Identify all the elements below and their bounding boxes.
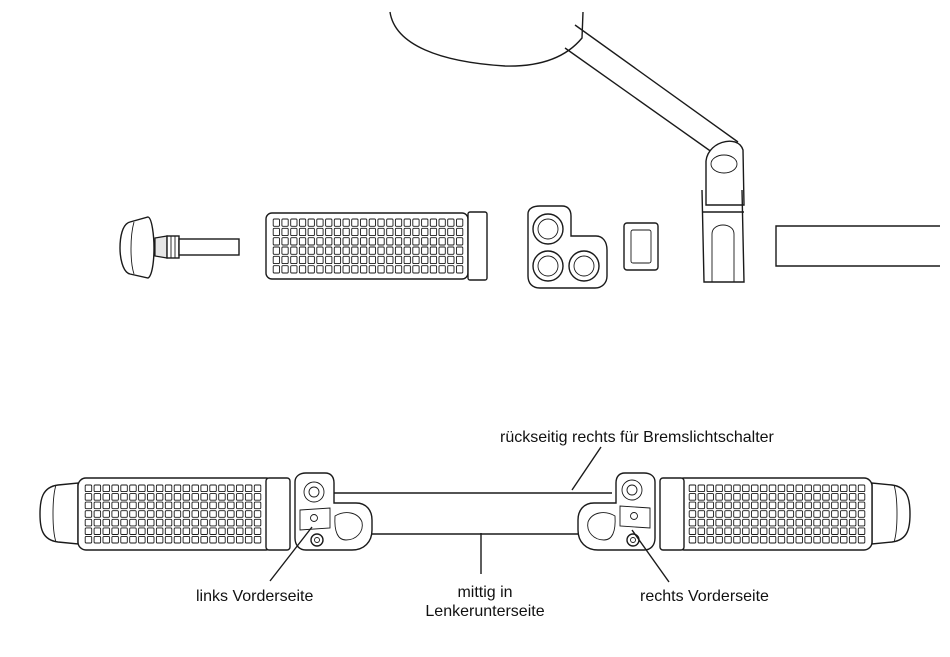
rubber-frame (624, 223, 658, 270)
switch-housing (528, 206, 607, 288)
left-bar-end (40, 483, 78, 544)
grip (266, 212, 487, 280)
right-switch-housing (578, 473, 655, 550)
leader-rear-right (572, 447, 601, 490)
handlebar-tube (776, 226, 940, 266)
left-grip (78, 478, 290, 550)
right-grip (660, 478, 872, 550)
bar-end-weight (120, 217, 239, 278)
right-bar-end (872, 483, 910, 544)
label-rear-right: rückseitig rechts für Bremslichtschalter (500, 428, 774, 447)
left-switch-housing (295, 473, 372, 550)
label-right-front: rechts Vorderseite (640, 587, 769, 606)
label-center-line2: Lenkerunterseite (405, 602, 565, 621)
label-center-line1: mittig in (405, 583, 565, 602)
label-left-front: links Vorderseite (196, 587, 313, 606)
label-center: mittig in Lenkerunterseite (405, 583, 565, 621)
